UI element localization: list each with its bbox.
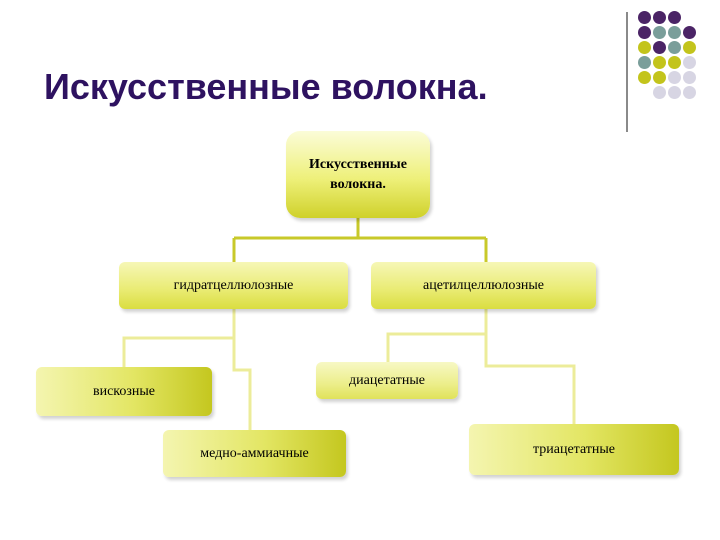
decorative-dot — [668, 41, 681, 54]
decorative-dot — [668, 26, 681, 39]
leaf-node-triacetate: триацетатные — [469, 424, 679, 475]
decorative-vertical-line — [626, 12, 628, 132]
decorative-dot — [638, 26, 651, 39]
decorative-dot — [653, 56, 666, 69]
decorative-dot — [653, 86, 666, 99]
leaf-node-diacetate: диацетатные — [316, 362, 458, 399]
decorative-dot — [653, 26, 666, 39]
decorative-dot — [638, 56, 651, 69]
decorative-dot — [638, 71, 651, 84]
root-node: Искусственные волокна. — [286, 131, 430, 218]
decorative-dot — [638, 41, 651, 54]
decorative-dot — [653, 71, 666, 84]
decorative-dot — [668, 86, 681, 99]
decorative-dot — [668, 71, 681, 84]
connector-branch2-to-triacetate — [484, 309, 576, 424]
decorative-dot — [683, 41, 696, 54]
decorative-dot — [653, 11, 666, 24]
decorative-dot — [668, 56, 681, 69]
leaf-node-viscose: вискозные — [36, 367, 212, 416]
branch-node-acetyl-cellulose: ацетилцеллюлозные — [371, 262, 596, 309]
connector-branch1-to-copper — [232, 309, 252, 430]
decorative-dot — [668, 11, 681, 24]
branch-node-hydrate-cellulose: гидратцеллюлозные — [119, 262, 348, 309]
decorative-dot — [683, 86, 696, 99]
slide-title: Искусственные волокна. — [44, 66, 488, 107]
connector-branch1-to-viscose — [122, 309, 236, 367]
connector-branch2-to-diacetate — [386, 309, 488, 362]
decorative-dot — [683, 56, 696, 69]
leaf-node-copper-ammonia: медно-аммиачные — [163, 430, 346, 477]
decorative-dot — [638, 11, 651, 24]
decorative-dot — [683, 26, 696, 39]
decorative-dot — [683, 71, 696, 84]
decorative-dot — [653, 41, 666, 54]
